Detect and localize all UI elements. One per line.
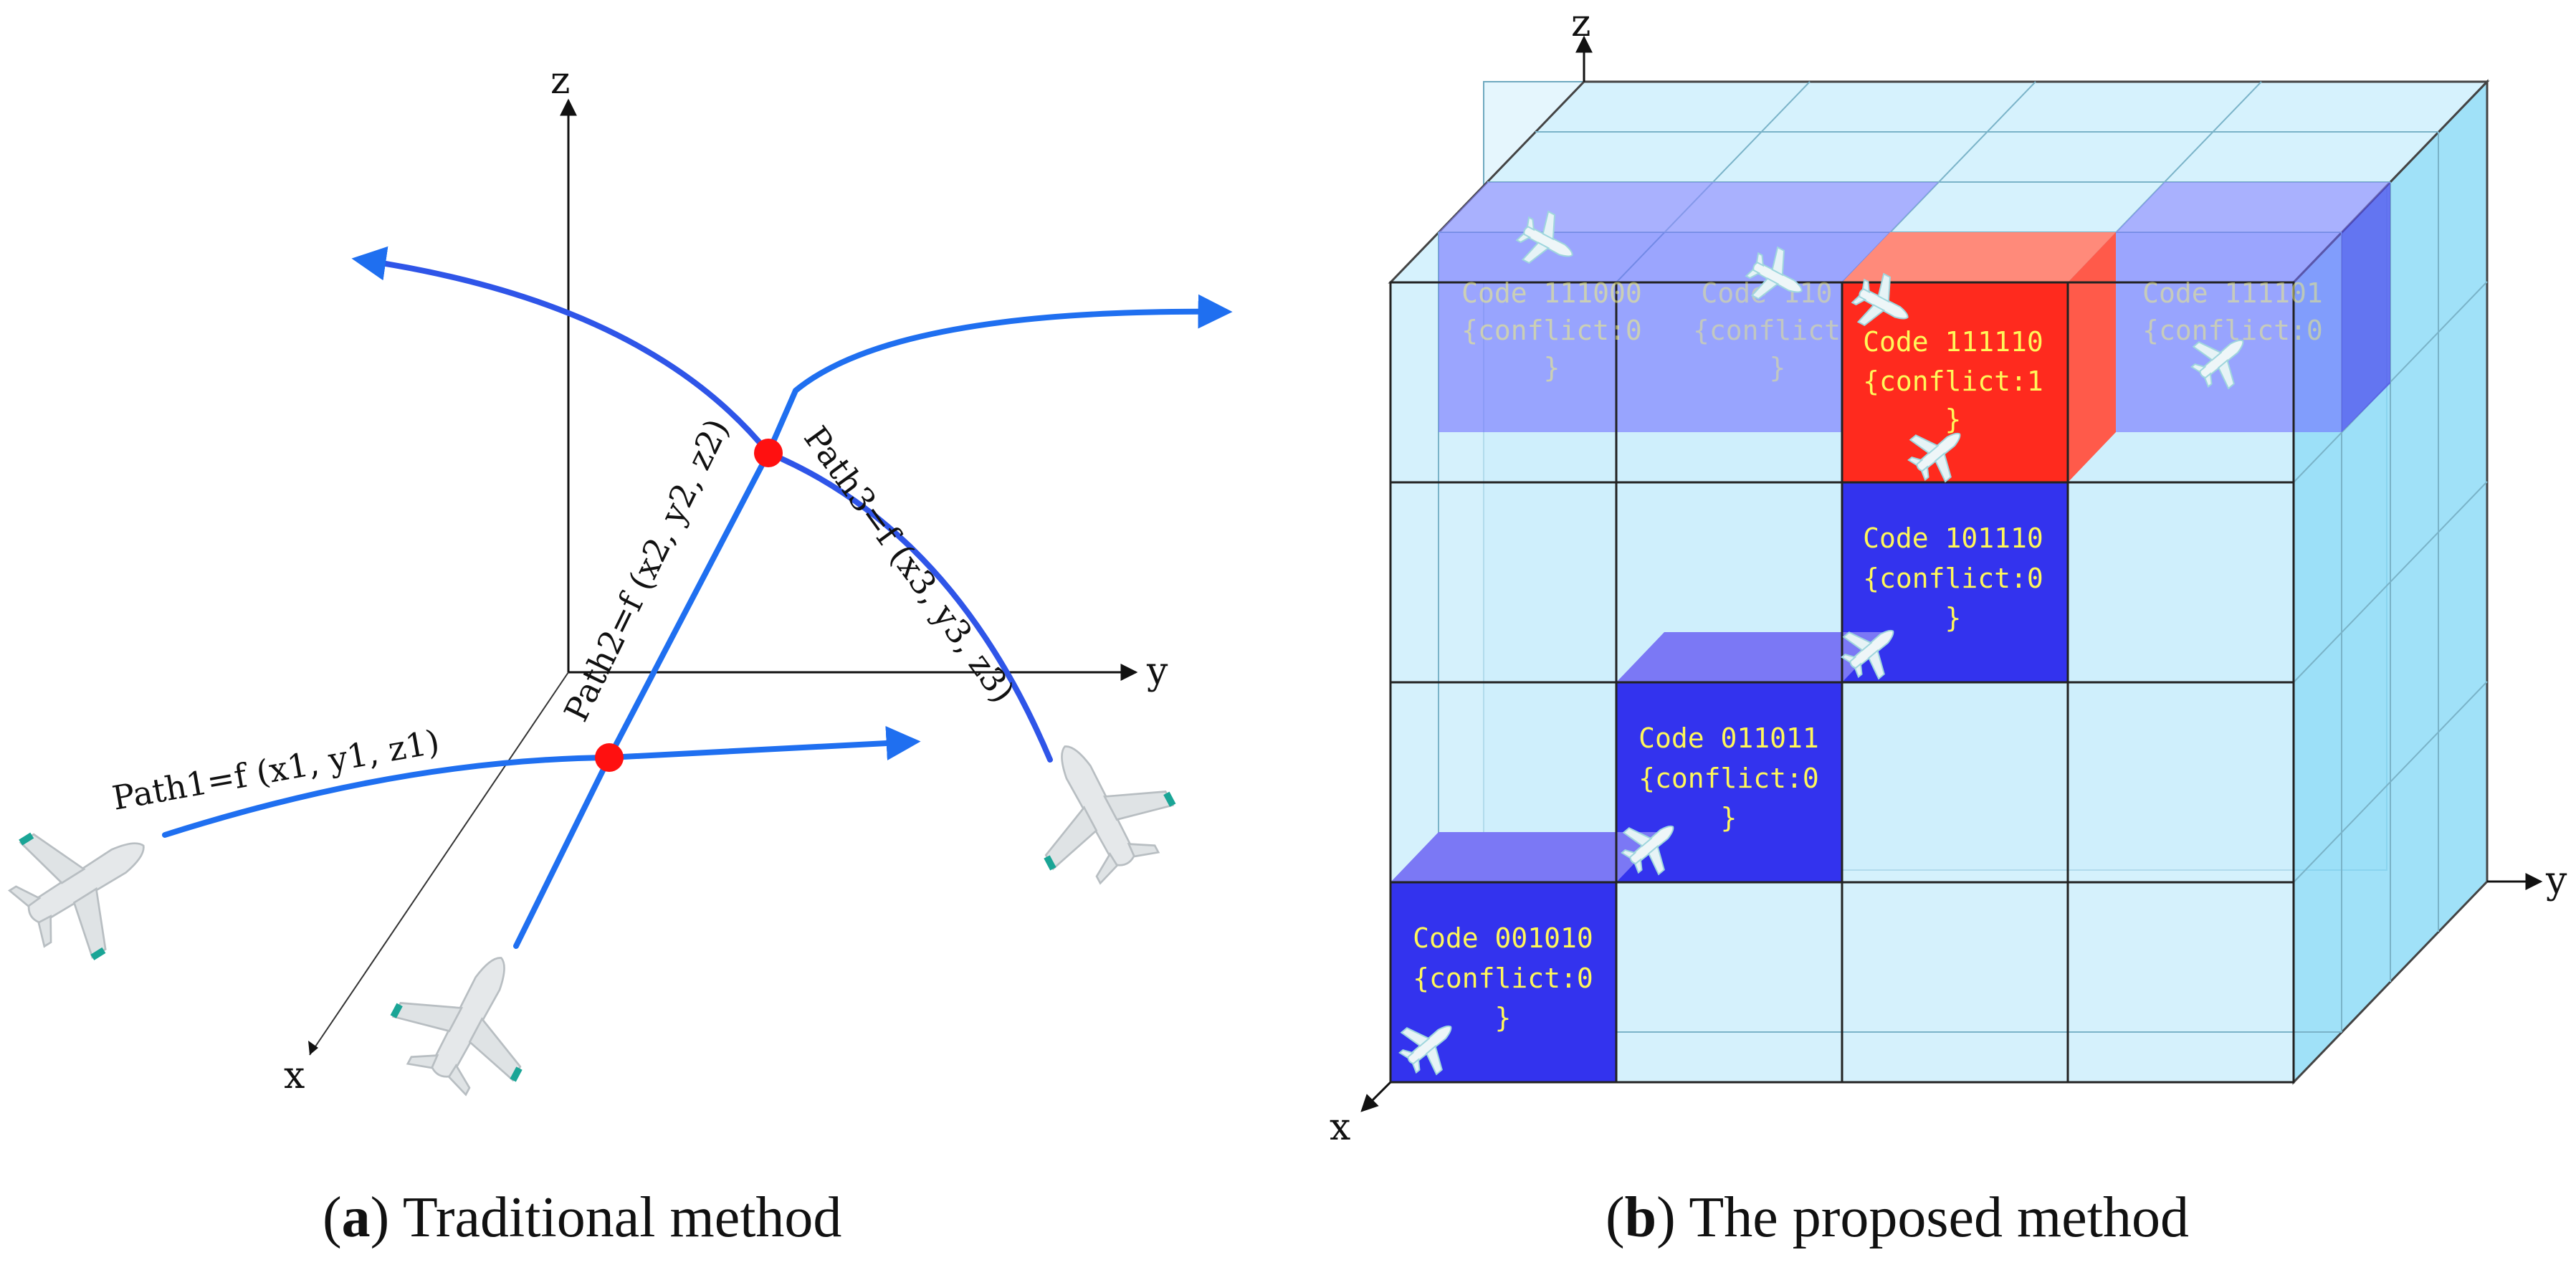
airplane-icon bbox=[0, 788, 179, 976]
cell-label-111110: Code 111110 {conflict:1 } bbox=[1863, 326, 2043, 435]
conflict-point-1 bbox=[595, 743, 624, 772]
svg-text:{conflict:0: {conflict:0 bbox=[2142, 315, 2323, 346]
cell-label-111000: Code 111000 {conflict:0 } bbox=[1461, 277, 1642, 383]
svg-text:Code 111110: Code 111110 bbox=[1863, 326, 2043, 358]
x-axis-label: x bbox=[284, 1054, 305, 1097]
cell-label-011011: Code 011011 {conflict:0 } bbox=[1638, 722, 1819, 834]
x-axis bbox=[1360, 1081, 1392, 1112]
conflict-point-2 bbox=[754, 439, 783, 467]
cell-label-111101: Code 111101 {conflict:0 bbox=[2142, 277, 2323, 346]
svg-text:{conflict:0: {conflict:0 bbox=[1413, 963, 1593, 994]
svg-text:Code 111000: Code 111000 bbox=[1461, 277, 1642, 309]
svg-text:}: } bbox=[1544, 352, 1560, 383]
airplane-icon bbox=[1005, 715, 1189, 899]
panel-a-axes: z y x bbox=[284, 59, 1168, 1097]
z-axis-label: z bbox=[1571, 2, 1590, 45]
svg-text:{conflict: {conflict bbox=[1693, 315, 1841, 346]
svg-text:{conflict:0: {conflict:0 bbox=[1461, 315, 1642, 346]
cell-labels: Code 111000 {conflict:0 } Code 110 {conf… bbox=[1413, 277, 2323, 1033]
svg-text:Code 001010: Code 001010 bbox=[1413, 922, 1593, 954]
svg-text:{conflict:0: {conflict:0 bbox=[1863, 563, 2043, 594]
svg-text:Code 011011: Code 011011 bbox=[1638, 722, 1819, 754]
svg-text:Code 101110: Code 101110 bbox=[1863, 522, 2043, 554]
svg-text:}: } bbox=[1721, 802, 1737, 834]
y-axis-label: y bbox=[1146, 650, 1168, 693]
grid-front-lines bbox=[1389, 281, 2295, 1084]
svg-text:}: } bbox=[1945, 602, 1962, 634]
panel-b: z y x Code 111000 {conflict:0 } Code 110… bbox=[1330, 2, 2567, 1249]
x-axis-label: x bbox=[1330, 1106, 1350, 1149]
svg-text:Code 111101: Code 111101 bbox=[2142, 277, 2323, 309]
svg-text:}: } bbox=[1945, 403, 1962, 435]
path2-line bbox=[513, 294, 1233, 949]
airplane-icon bbox=[377, 926, 561, 1111]
path3-line bbox=[351, 246, 1053, 763]
path3-label: Path3=f (x3, y3, z3) bbox=[796, 419, 1022, 710]
caption-a: (a) Traditional method bbox=[323, 1186, 841, 1249]
panel-a: z y x Path1=f (x1, y1, z1) Path2=f (x2, … bbox=[0, 59, 1233, 1249]
conflict-cell bbox=[1842, 232, 2116, 482]
svg-text:{conflict:0: {conflict:0 bbox=[1638, 763, 1819, 794]
panel-b-axes: z y x bbox=[1330, 2, 2567, 1149]
x-axis bbox=[309, 672, 569, 1056]
z-axis-label: z bbox=[550, 59, 570, 102]
cell-label-001010: Code 001010 {conflict:0 } bbox=[1413, 922, 1593, 1033]
y-axis-label: y bbox=[2545, 859, 2567, 902]
cell-label-101110: Code 101110 {conflict:0 } bbox=[1863, 522, 2043, 634]
svg-text:}: } bbox=[1495, 1002, 1512, 1033]
svg-text:}: } bbox=[1770, 352, 1786, 383]
path1-line bbox=[162, 726, 921, 838]
svg-text:{conflict:1: {conflict:1 bbox=[1863, 366, 2043, 397]
caption-b: (b) The proposed method bbox=[1606, 1186, 2189, 1249]
